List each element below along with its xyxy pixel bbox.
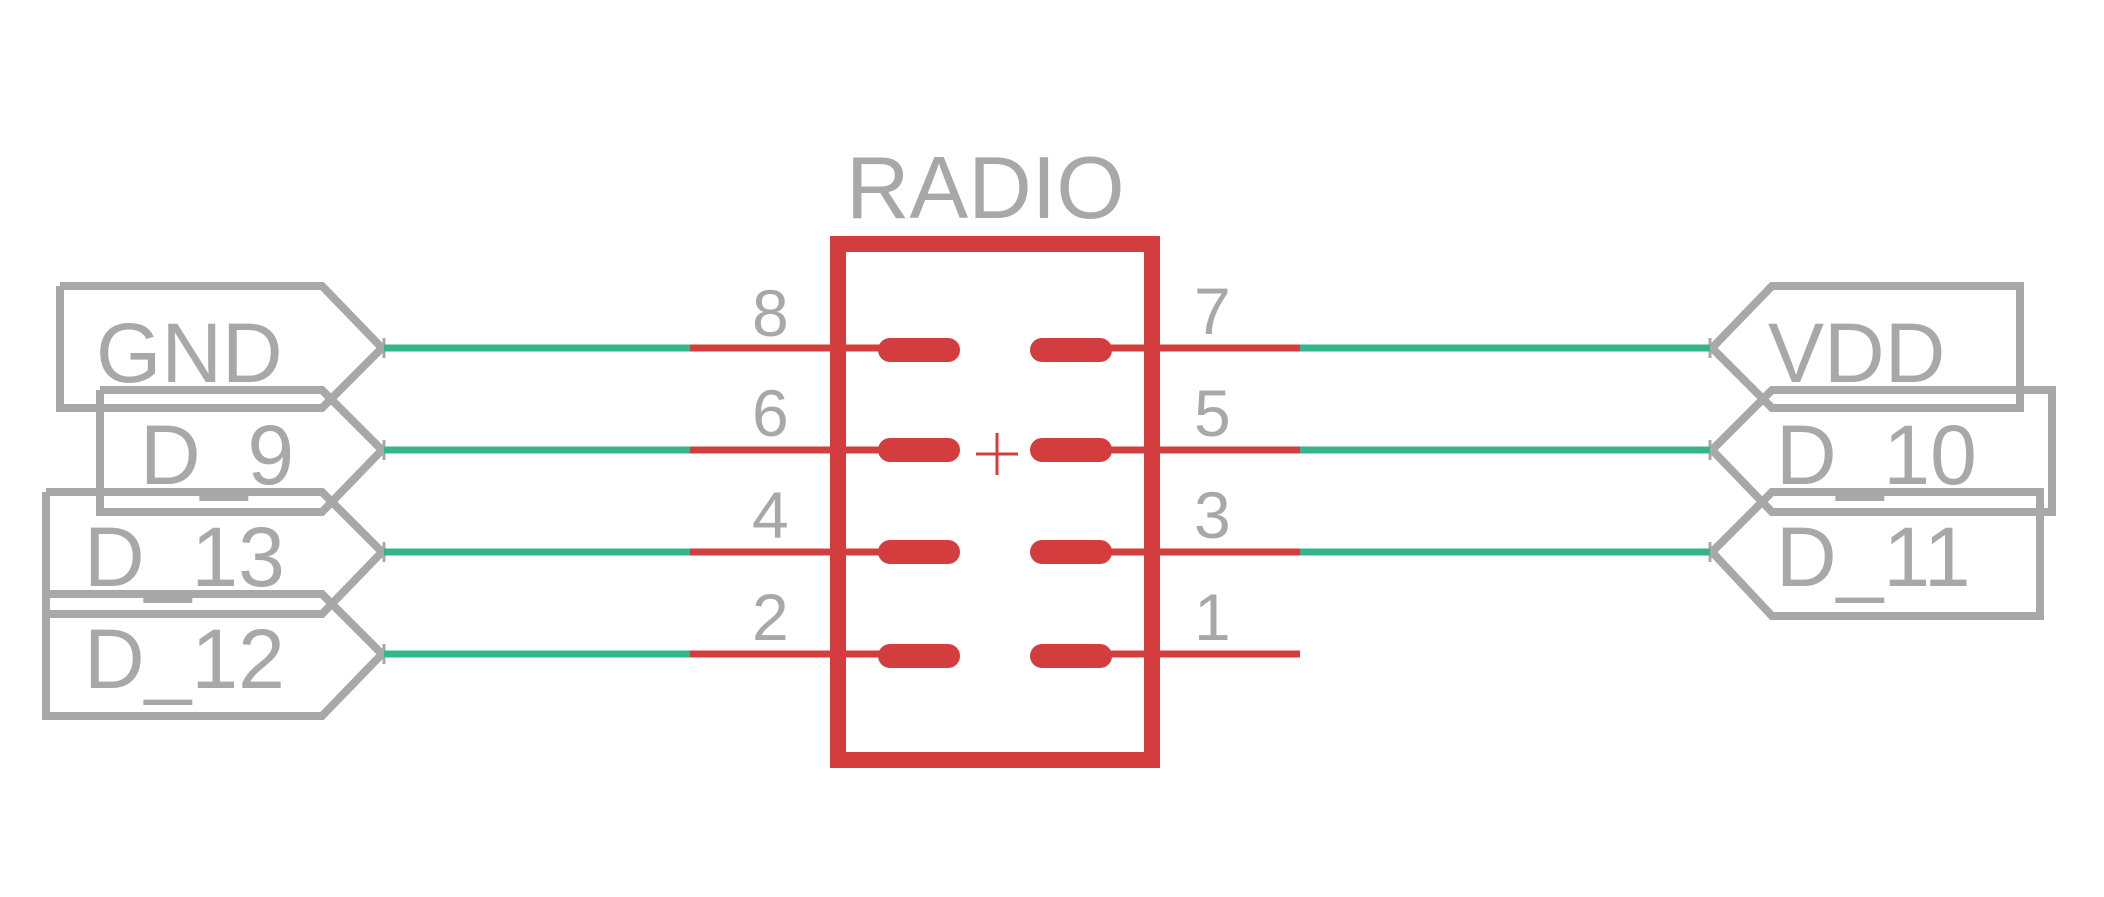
origin-cross-icon <box>976 433 1018 475</box>
pin-number-2: 2 <box>752 580 789 654</box>
net-label-d13: D_13 <box>84 510 285 604</box>
net-label-gnd: GND <box>96 306 283 400</box>
pin-number-1: 1 <box>1194 580 1231 654</box>
radio-component-body <box>830 236 1160 768</box>
net-label-vdd: VDD <box>1768 306 1945 400</box>
pin-number-4: 4 <box>752 478 789 552</box>
component-name: RADIO <box>846 138 1125 237</box>
net-label-d11: D_11 <box>1776 510 1971 604</box>
net-flag-gnd <box>56 282 388 412</box>
pin-number-6: 6 <box>752 376 789 450</box>
net-label-d9: D_9 <box>140 408 294 502</box>
net-label-d10: D_10 <box>1776 408 1977 502</box>
net-flag-d11 <box>1709 488 2044 620</box>
pin-number-7: 7 <box>1194 274 1231 348</box>
pin-number-3: 3 <box>1194 478 1231 552</box>
net-flag-d12 <box>42 590 388 720</box>
pin-number-8: 8 <box>752 276 789 350</box>
net-label-d12: D_12 <box>84 612 285 706</box>
pin-number-5: 5 <box>1194 376 1231 450</box>
